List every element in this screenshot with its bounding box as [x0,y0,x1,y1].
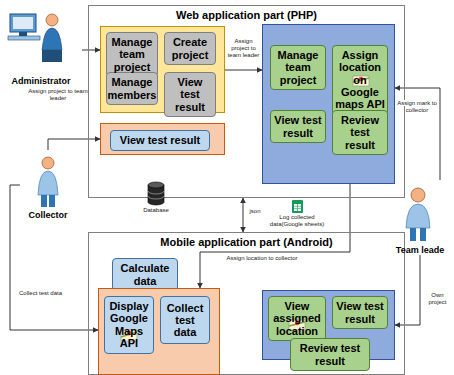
edge-label-box: Assign project to team leader [22,88,94,102]
actor: Team leade [388,180,452,255]
node-text: Collector [28,210,67,220]
connector [243,198,244,232]
node-text: View test result [335,300,385,325]
edge-label: Own project [428,292,446,305]
administrator-figure [8,14,62,62]
edge-label: Assign mark to collector [397,100,437,113]
edge-label: json [249,208,260,214]
system-boundary: Web application part (PHP) Manage team pr… [88,5,405,198]
admin-panel: Manage team project Create projectManage … [100,26,225,113]
node-text: Display Google Maps API [107,300,151,349]
connector [10,185,98,330]
google-sheets-icon [292,200,303,213]
icon-label-box: Log collected data(Google sheets) [266,214,328,228]
node-text: Team leade [396,245,444,255]
collector-figure [38,157,58,207]
node-text: Review test result [293,342,367,367]
icon-label: Log collected data(Google sheets) [270,214,324,227]
collector-panel: View test result [100,123,225,155]
team-leader-panel: Manage team project Assign location on Go… [262,24,395,184]
node-text: Assign location on Google maps API [335,49,385,111]
function-box: View test result [270,110,326,143]
node-text: Administrator [11,76,70,86]
function-box: Assign location on Google maps API [332,45,388,115]
function-box: Manage team project [270,45,326,90]
function-box: View test result [164,72,216,117]
function-box: Display Google Maps API [104,296,154,354]
maps-icon [289,320,305,330]
icon-label-box: Database [136,207,176,214]
connector [225,70,262,71]
icon-label: Database [143,207,169,213]
function-box: Manage members [106,72,158,105]
node-text: Create project [167,36,213,61]
node-text: Collect test data [163,302,207,339]
connector [48,139,100,150]
database-icon [148,182,164,205]
system-boundary: Mobile application part (Android) Calcula… [88,232,405,375]
edge-label-box: json [246,208,264,215]
maps-icon [353,76,369,86]
edge-label-box: Collect test data [13,290,68,297]
edge-label-box: Assign mark to collector [397,100,437,114]
node-text: Manage members [108,76,157,101]
node-text: View assigned location [271,300,323,337]
function-box: View test result [110,130,210,151]
edge-label-box: Assign project to team leader [226,38,261,59]
node-text: Manage team project [273,49,323,86]
node-text: View test result [167,76,213,113]
edge-label: Assign location to collector [226,255,297,261]
edge-label: Collect test data [19,290,62,296]
connector [395,88,440,180]
function-box: Review test result [290,338,370,371]
actor: Collector [20,150,76,220]
function-box: Collect test data [160,296,210,344]
node-text: Review test result [335,114,385,151]
actor: Administrator [0,8,82,86]
function-box: Manage team project [106,32,158,77]
function-box: Create project [164,32,216,65]
function-box: View test result [332,296,388,329]
node-text: Calculate data [115,262,175,287]
team-leader-figure [406,188,430,241]
function-box: Calculate data [112,258,178,291]
edge-label: Assign project to team leader [228,38,260,58]
node-text: View test result [273,114,323,139]
edge-label-box: Assign location to collector [226,255,298,262]
team-leader-panel: View assigned locationView test resultRe… [262,290,395,360]
node-text: View test result [120,134,201,146]
edge-label: Assign project to team leader [28,88,87,101]
connector [82,50,100,51]
edge-label-box: Own project [423,292,452,306]
maps-icon [121,330,137,341]
collector-panel: Display Google Maps API Collect test data [98,288,220,375]
function-box: View assigned location [268,296,326,341]
connector [395,255,420,325]
node-text: Web application part (PHP) [176,9,317,21]
node-text: Manage team project [109,36,155,73]
node-text: Mobile application part (Android) [160,236,332,248]
function-box: Review test result [332,110,388,155]
